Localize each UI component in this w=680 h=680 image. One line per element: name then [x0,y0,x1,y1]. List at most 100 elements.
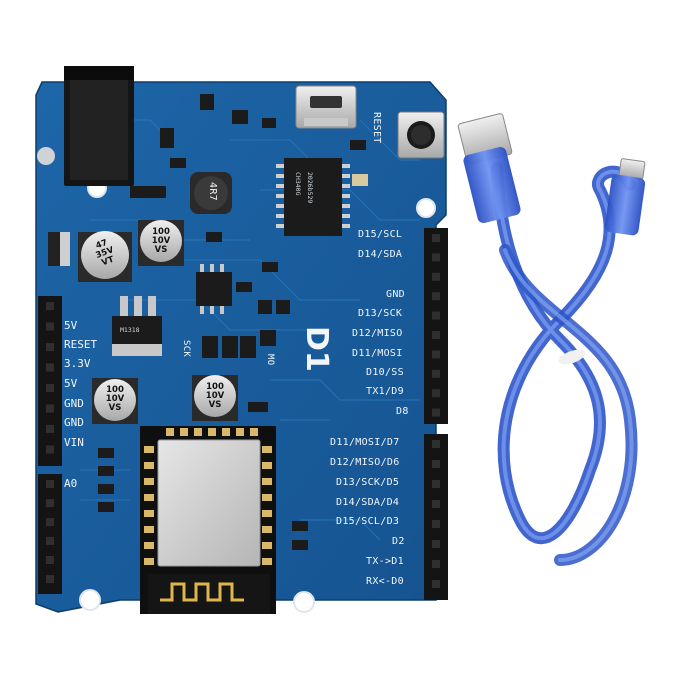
header-pin-hole [432,520,440,528]
sck-label: SCK [181,340,191,358]
header-pin-hole [432,292,440,301]
module-pad [144,542,154,549]
reset-label: RESET [371,112,382,144]
small-ic [196,264,232,314]
header-pin-hole [46,556,54,564]
header-pin-hole [46,302,54,310]
header-pin-hole [46,537,54,545]
module-pad [194,428,202,436]
header-pin-hole [46,518,54,526]
pin-label: GND [64,416,84,429]
header-pin-hole [432,408,440,417]
pin-label: D12/MISO [352,328,403,339]
pin-label: GND [386,289,405,300]
module-pad [180,428,188,436]
header-pin-hole [432,560,440,568]
pin-label: TX->D1 [366,556,404,567]
header-pin-hole [46,499,54,507]
module-pad [144,558,154,565]
pin-label: D13/SCK/D5 [336,477,400,488]
pin-label: D12/MISO/D6 [330,457,400,468]
module-pad [262,494,272,501]
mo-label: MO [265,354,275,366]
regulator-label: M1318 [120,326,140,334]
pin-label: D14/SDA/D4 [336,497,400,508]
pin-header-left [38,296,62,594]
pin-label: 5V [64,319,78,332]
header-pin-hole [46,363,54,372]
module-pad [262,462,272,469]
module-pad [166,428,174,436]
module-pad [208,428,216,436]
module-pad [250,428,258,436]
module-pad [262,526,272,533]
header-pin-hole [46,404,54,413]
header-pin-hole [432,580,440,588]
header-pin-hole [46,445,54,454]
pin-label: VIN [64,436,84,449]
capacitor-100uf [138,220,184,266]
module-pad [262,558,272,565]
header-pin-hole [432,331,440,339]
module-pad [144,478,154,485]
module-pad [144,494,154,501]
micro-usb-port [295,85,357,129]
inductor-label: 4R7 [207,182,218,201]
header-pin-hole [46,575,54,583]
header-pin-hole [432,500,440,508]
pin-label: GND [64,397,84,410]
header-pin-hole [432,480,440,488]
inductor [190,172,232,214]
header-pin-hole [432,272,440,281]
pin-label: D10/SS [366,367,404,378]
capacitor-100uf [192,375,238,421]
module-pad [222,428,230,436]
esp8266-module [140,426,276,614]
header-pin-hole [432,311,440,320]
header-pin-hole [46,425,54,433]
capacitor-100uf [92,378,138,424]
pin-label: D11/MOSI/D7 [330,437,400,448]
module-pad [262,510,272,517]
pin-label: D15/SCL [358,229,403,240]
module-pad [144,462,154,469]
pin-label: RESET [64,338,98,351]
header-pin-hole [46,384,54,392]
pin-label: A0 [64,477,78,490]
header-pin-hole [432,440,440,448]
board-title: D1 [299,326,334,372]
module-pad [144,446,154,453]
pin-label: RX<-D0 [366,576,404,587]
header-pin-hole [432,369,440,378]
usb-cable [457,113,646,566]
header-pin-hole [432,460,440,468]
header-pin-hole [46,343,54,351]
header-pin-hole [46,480,54,488]
header-pin-hole [46,322,54,331]
dc-barrel-jack [64,66,134,186]
header-pin-hole [432,540,440,548]
usb-serial-chip [276,158,350,236]
pin-label: D2 [392,536,405,547]
pin-label: D11/MOSI [352,348,403,359]
pin-label: D14/SDA [358,249,403,260]
header-pin-hole [432,253,440,262]
header-pin-hole [432,350,440,359]
voltage-regulator [112,296,162,356]
module-pad [262,542,272,549]
header-pin-hole [432,389,440,398]
reset-button[interactable] [397,111,445,159]
module-pad [262,446,272,453]
header-pin-hole [432,234,440,242]
usb-chip-code: 2026b529 [306,172,314,204]
pin-label: D15/SCL/D3 [336,516,400,527]
pin-label: 5V [64,377,78,390]
pin-label: D8 [396,406,409,417]
pin-label: 3.3V [64,357,91,370]
module-pad [262,478,272,485]
